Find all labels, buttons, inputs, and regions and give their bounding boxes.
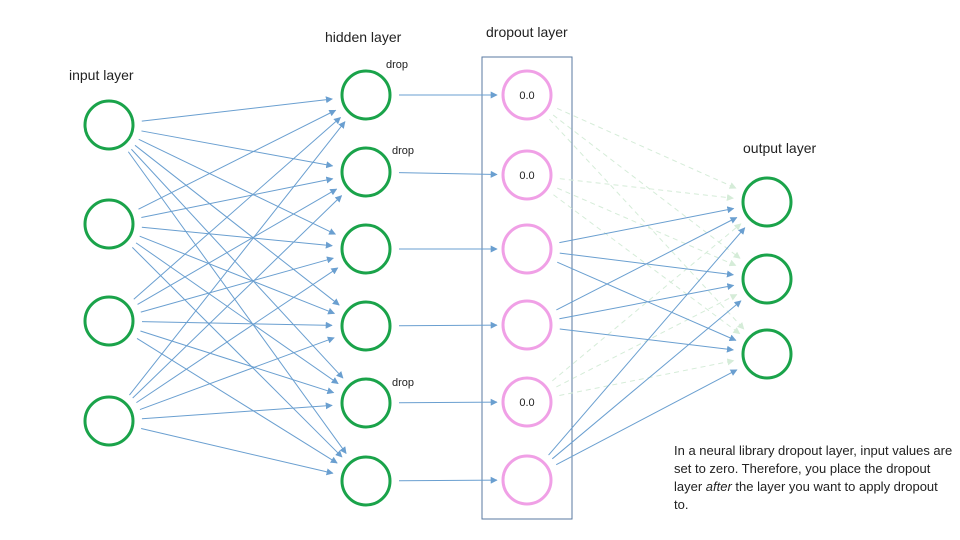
dropout-node-1: [501, 69, 553, 121]
caption-text-end: the layer you want to apply dropout to.: [674, 479, 938, 512]
connection-2: [138, 138, 337, 235]
input-node-2: [83, 198, 135, 250]
connection-11: [131, 246, 343, 458]
input-node-1: [83, 99, 135, 151]
connection-0: [141, 96, 333, 122]
connection-7: [141, 176, 334, 218]
connection-29: [398, 476, 498, 484]
connection-39: [559, 206, 735, 244]
hidden-node-6: [340, 455, 392, 507]
connection-20: [136, 267, 339, 404]
connection-46: [551, 300, 742, 460]
hidden-layer-label: hidden layer: [325, 29, 402, 45]
dropout-caption: In a neural library dropout layer, input…: [674, 442, 954, 514]
faded-connection-38: [559, 358, 735, 397]
connection-22: [141, 402, 333, 420]
connection-9: [139, 235, 336, 315]
connection-8: [141, 226, 333, 249]
connection-25: [398, 170, 498, 178]
drop-label-hidden-2: drop: [392, 145, 415, 157]
input-layer-label: input layer: [69, 67, 134, 83]
dropout-value-2: 0.0: [519, 170, 534, 182]
faded-connection-32: [549, 118, 745, 330]
output-node-3: [741, 328, 793, 380]
connection-43: [559, 283, 735, 320]
dropout-node-2: [501, 149, 553, 201]
connection-45: [548, 227, 746, 456]
connection-28: [398, 398, 498, 406]
faded-connection-34: [557, 187, 737, 267]
faded-connection-35: [553, 194, 741, 335]
caption-text-start: In a neural library dropout layer, input…: [674, 443, 953, 494]
connection-15: [141, 321, 333, 329]
input-node-4: [83, 395, 135, 447]
dropout-layer-box: [481, 56, 573, 520]
hidden-node-2: [340, 146, 392, 198]
drop-label-hidden-5: drop: [392, 377, 415, 389]
connection-42: [556, 217, 738, 311]
dropout-node-6: [501, 454, 553, 506]
connection-44: [559, 328, 734, 353]
connection-21: [139, 336, 335, 411]
input-node-3: [83, 295, 135, 347]
connection-5: [127, 151, 347, 455]
faded-connection-33: [559, 178, 734, 201]
connection-18: [129, 121, 346, 396]
connection-12: [133, 116, 341, 300]
faded-connection-37: [556, 294, 738, 388]
drop-label-hidden-1: drop: [386, 59, 409, 71]
dropout-node-5: [501, 376, 553, 428]
hidden-node-5: [340, 377, 392, 429]
connection-13: [137, 188, 338, 305]
connection-16: [140, 330, 335, 395]
caption-emphasis: after: [705, 479, 732, 494]
connection-41: [557, 261, 737, 342]
connection-10: [135, 242, 339, 384]
faded-connection-31: [552, 114, 741, 259]
faded-connection-30: [556, 107, 737, 189]
output-node-2: [741, 253, 793, 305]
connection-19: [132, 195, 343, 399]
hidden-node-4: [340, 300, 392, 352]
connections: [127, 91, 746, 484]
faded-connection-36: [552, 223, 742, 382]
connection-4: [131, 148, 344, 379]
connection-14: [140, 256, 334, 313]
connection-23: [141, 428, 334, 476]
nodes: 0.0 0.0 0.0: [83, 69, 793, 507]
dropout-layer-label: dropout layer: [486, 24, 568, 40]
hidden-node-3: [340, 223, 392, 275]
dropout-node-4: [501, 299, 553, 351]
connection-27: [398, 321, 498, 329]
dropout-value-5: 0.0: [519, 397, 534, 409]
hidden-node-1: [340, 69, 392, 121]
connection-6: [138, 109, 337, 210]
output-node-1: [741, 176, 793, 228]
connection-1: [141, 130, 334, 169]
output-layer-label: output layer: [743, 140, 817, 156]
connection-47: [555, 369, 738, 466]
connection-3: [134, 144, 340, 306]
dropout-value-1: 0.0: [519, 90, 534, 102]
dropout-node-3: [501, 223, 553, 275]
connection-17: [136, 338, 338, 464]
